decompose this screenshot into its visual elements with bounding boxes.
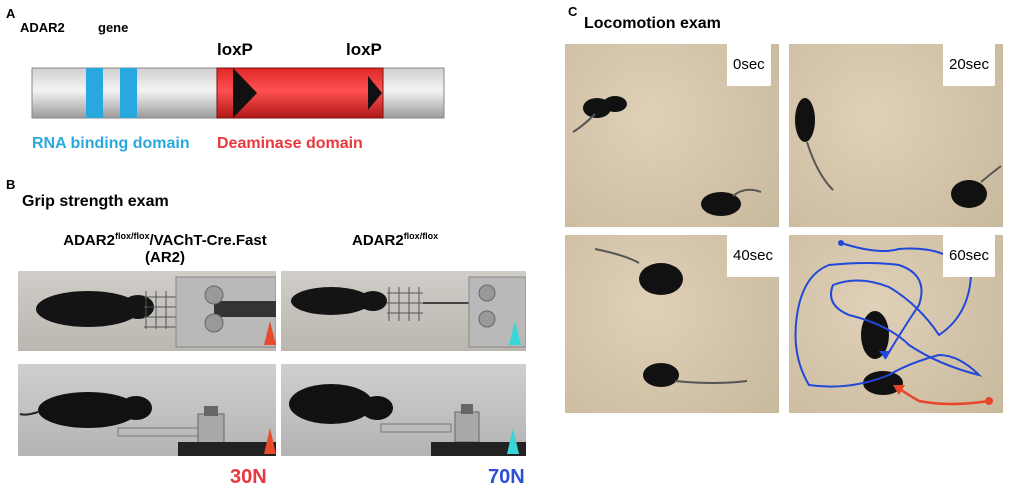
grip-photo-control-top-drawing <box>291 276 526 348</box>
loxp-left-arrow <box>233 68 257 118</box>
gene-diagram <box>31 67 445 119</box>
rna-binding-domain-block-2 <box>120 68 137 118</box>
cage-0sec-drawing <box>572 96 762 216</box>
cage-photo-20sec: 20sec <box>789 44 1003 227</box>
grip-photo-ar2-side <box>18 364 276 456</box>
time-label-60sec: 60sec <box>943 235 996 277</box>
control-title-sup: flox/flox <box>403 231 439 241</box>
ar2-title-main: ADAR2 <box>63 232 115 249</box>
grip-photo-control-top <box>281 271 526 351</box>
control-genotype-title: ADAR2flox/flox <box>352 231 439 250</box>
ar2-force-value: 30N <box>230 466 267 488</box>
time-label-20sec: 20sec <box>943 44 996 86</box>
cage-40sec-drawing <box>594 248 748 387</box>
grip-photo-ar2-top <box>18 271 276 351</box>
locomotion-title: Locomotion exam <box>584 15 721 32</box>
gene-word-label: gene <box>98 20 129 35</box>
panel-a-letter: A <box>6 6 16 21</box>
grip-photo-control-side <box>281 364 526 456</box>
control-grip-marker-side <box>507 428 519 454</box>
ar2-title-line2: (AR2) <box>145 249 185 266</box>
control-title-main: ADAR2 <box>352 232 404 249</box>
time-label-40sec: 40sec <box>727 235 779 277</box>
control-force-value: 70N <box>488 466 525 488</box>
cage-20sec-drawing <box>795 98 1002 208</box>
deaminase-domain-label: Deaminase domain <box>217 135 363 152</box>
gene-name-label: ADAR2 <box>20 20 65 35</box>
loxp-left-label: loxP <box>217 40 253 59</box>
panel-b-letter: B <box>6 177 16 192</box>
locomotion-blue-path <box>794 242 983 388</box>
cage-60sec-drawing <box>794 240 993 406</box>
cage-photo-40sec: 40sec <box>565 235 779 413</box>
grip-photo-control-side-drawing <box>289 384 526 456</box>
cage-photo-0sec: 0sec <box>565 44 779 227</box>
locomotion-red-path <box>896 385 990 406</box>
ar2-genotype-title: ADAR2flox/flox/VAChT-Cre.Fast (AR2) <box>40 231 290 267</box>
rna-binding-domain-block-1 <box>86 68 103 118</box>
cage-photo-60sec: 60sec <box>789 235 1003 413</box>
panel-c-letter: C <box>568 4 578 19</box>
loxp-right-arrow <box>368 76 382 110</box>
ar2-title-sup: flox/flox <box>114 231 150 241</box>
control-grip-marker-top <box>509 321 521 345</box>
grip-photo-ar2-top-drawing <box>36 276 276 348</box>
rna-binding-domain-label: RNA binding domain <box>32 135 190 152</box>
grip-photo-ar2-side-drawing <box>19 392 276 456</box>
loxp-right-label: loxP <box>346 40 382 59</box>
time-label-0sec: 0sec <box>727 44 771 86</box>
ar2-grip-marker-side <box>264 428 276 454</box>
ar2-title-rest: /VAChT-Cre.Fast <box>149 232 267 249</box>
grip-strength-title: Grip strength exam <box>22 193 169 210</box>
ar2-grip-marker <box>264 321 276 345</box>
